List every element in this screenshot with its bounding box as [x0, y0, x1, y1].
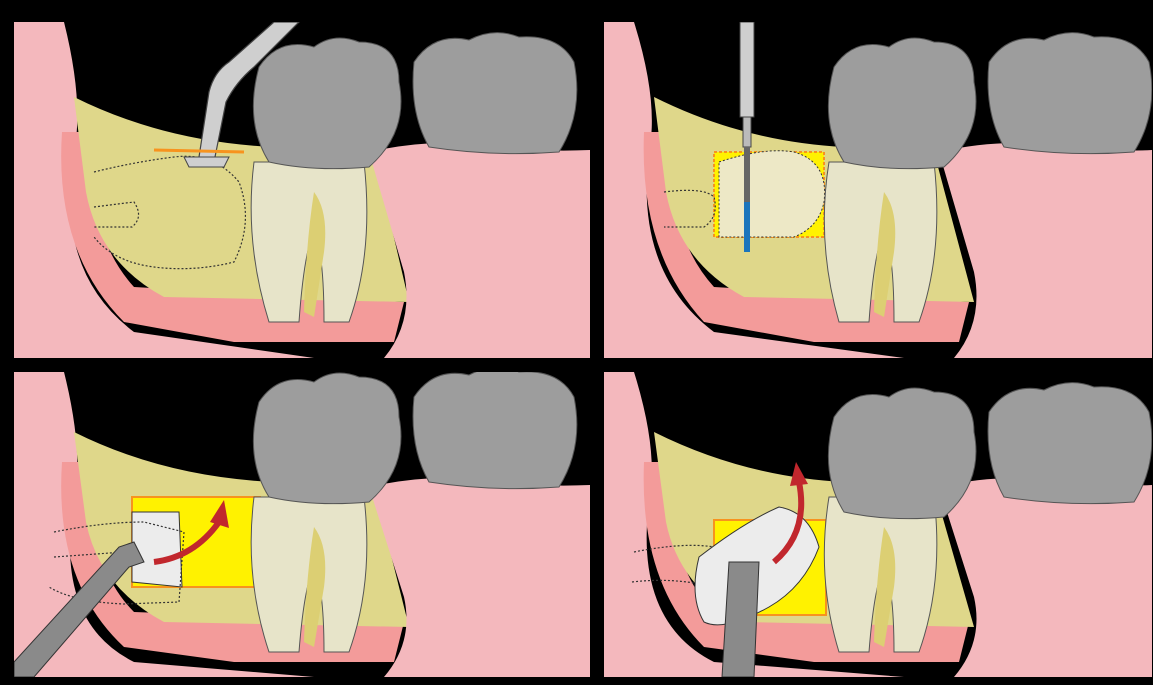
- panel-step-2: [604, 22, 1152, 358]
- panel-2-illustration: [604, 22, 1152, 358]
- bur-tip: [744, 202, 750, 252]
- elevator: [722, 562, 759, 677]
- bone-block: [132, 512, 182, 587]
- panel-4-illustration: [604, 372, 1152, 677]
- molar-crown-1: [253, 38, 401, 169]
- panel-step-3: [14, 372, 590, 677]
- panel-step-4: [604, 372, 1152, 677]
- panel-step-1: [14, 22, 590, 358]
- panel-3-illustration: [14, 372, 590, 677]
- bur-drill: [740, 22, 754, 117]
- gum-right: [369, 143, 590, 358]
- panel-1-illustration: [14, 22, 590, 358]
- impacted-tooth: [719, 151, 825, 237]
- molar-crown-2: [413, 33, 577, 154]
